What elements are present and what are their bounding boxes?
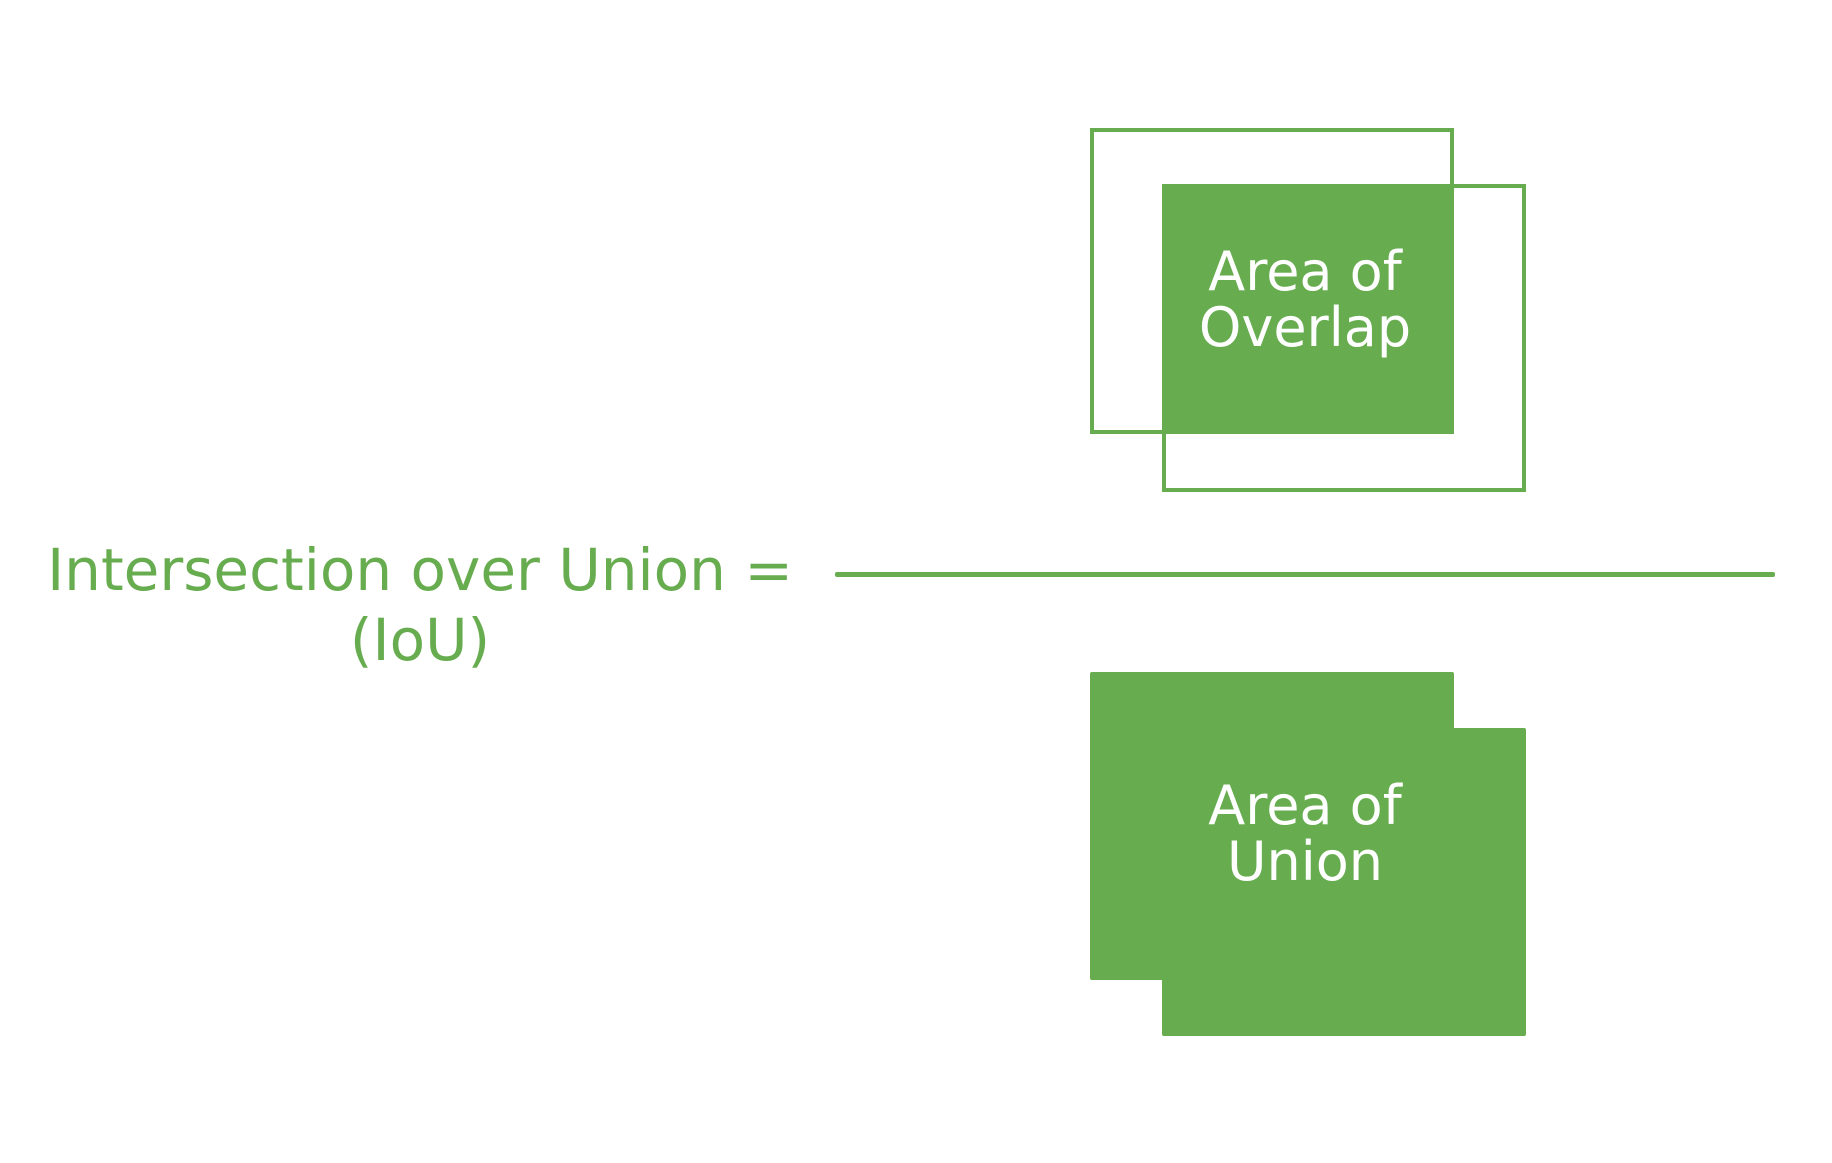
union-label-line-2: Union xyxy=(1226,830,1383,893)
overlap-label-line-2: Overlap xyxy=(1198,296,1412,359)
equation-label: Intersection over Union = (IoU) xyxy=(40,535,800,675)
union-label-line-1: Area of xyxy=(1208,774,1402,837)
overlap-region xyxy=(1162,184,1454,434)
equation-line-2: (IoU) xyxy=(349,606,491,674)
union-region xyxy=(1090,672,1526,1036)
equation-line-1: Intersection over Union = xyxy=(47,536,793,604)
overlap-label: Area of Overlap xyxy=(1160,244,1450,356)
overlap-label-line-1: Area of xyxy=(1208,240,1402,303)
fraction-bar xyxy=(835,572,1775,577)
union-label: Area of Union xyxy=(1160,778,1450,890)
